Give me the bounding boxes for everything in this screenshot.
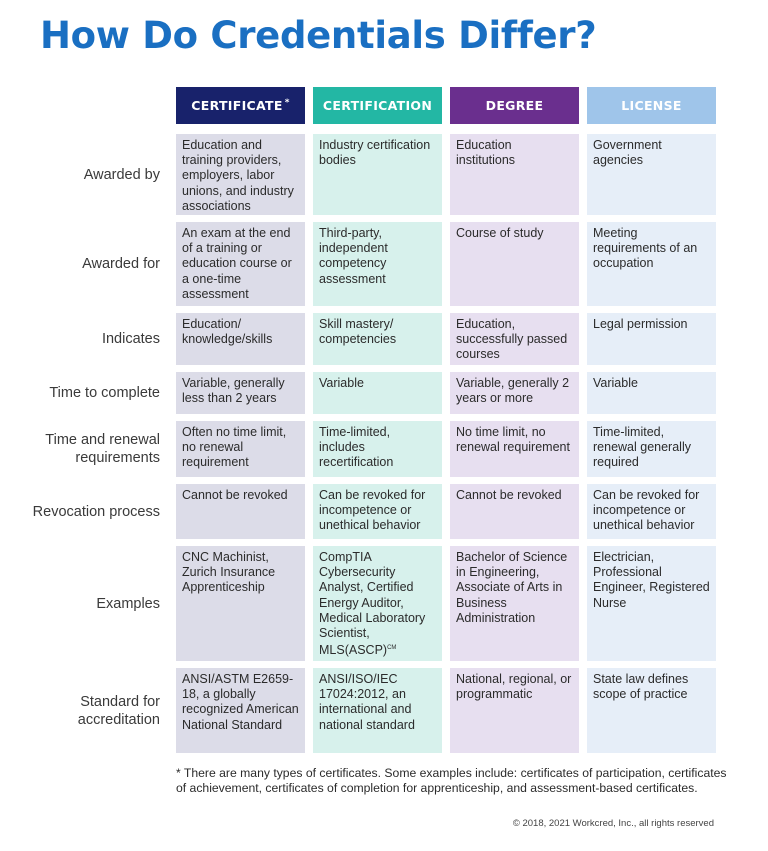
cell-text: An exam at the end of a training or educ…	[182, 226, 292, 301]
table-cell: Education, successfully passed courses	[450, 313, 579, 365]
column-header-label: LICENSE	[621, 98, 682, 113]
column-header-label: DEGREE	[485, 98, 544, 113]
cell-text: ANSI/ASTM E2659-18, a globally recognize…	[182, 672, 299, 732]
row-label-text: Examples	[96, 595, 160, 612]
row-label-revocation-process: Revocation process	[18, 484, 160, 539]
table-cell: Variable, generally less than 2 years	[176, 372, 305, 414]
column-header-license: LICENSE	[587, 87, 716, 124]
cell-text: Cannot be revoked	[182, 488, 288, 502]
table-cell: Cannot be revoked	[176, 484, 305, 539]
table-cell: An exam at the end of a training or educ…	[176, 222, 305, 306]
table-cell: State law defines scope of practice	[587, 668, 716, 753]
cell-text: Variable	[593, 376, 638, 390]
cell-text: Skill mastery/ competencies	[319, 317, 397, 347]
cell-text: Electrician, Professional Engineer, Regi…	[593, 550, 710, 610]
cell-text: Education, successfully passed courses	[456, 317, 568, 362]
cell-text: Education institutions	[456, 138, 516, 168]
row-label-time-to-complete: Time to complete	[18, 372, 160, 414]
footnote: * There are many types of certificates. …	[176, 766, 727, 796]
table-cell: ANSI/ISO/IEC 17024:2012, an internationa…	[313, 668, 442, 753]
table-cell: Course of study	[450, 222, 579, 306]
certification-mark: CM	[387, 645, 397, 652]
table-cell: Electrician, Professional Engineer, Regi…	[587, 546, 716, 661]
row-label-text: Revocation process	[32, 503, 160, 520]
row-label-text: Time and renewal requirements	[45, 432, 160, 466]
table-cell: Bachelor of Science in Engineering, Asso…	[450, 546, 579, 661]
table-cell: CNC Machinist, Zurich Insurance Apprenti…	[176, 546, 305, 661]
table-cell: Variable, generally 2 years or more	[450, 372, 579, 414]
row-label-awarded-for: Awarded for	[18, 222, 160, 306]
row-label-text: Awarded by	[83, 166, 160, 183]
cell-text: National, regional, or programmatic	[456, 672, 572, 702]
table-cell: Time-limited, renewal generally required	[587, 421, 716, 477]
cell-text: No time limit, no renewal requirement	[456, 425, 570, 455]
table-cell: Variable	[313, 372, 442, 414]
row-label-awarded-by: Awarded by	[18, 134, 160, 215]
cell-text: Government agencies	[593, 138, 662, 168]
row-label-examples: Examples	[18, 546, 160, 661]
table-cell: Education and training providers, employ…	[176, 134, 305, 215]
cell-text: Legal permission	[593, 317, 688, 331]
cell-text: Meeting requirements of an occupation	[593, 226, 698, 271]
table-cell: Often no time limit, no renewal requirem…	[176, 421, 305, 477]
cell-text: Variable, generally 2 years or more	[456, 376, 570, 406]
table-cell: Meeting requirements of an occupation	[587, 222, 716, 306]
row-label-text: Indicates	[101, 331, 160, 347]
table-cell: Variable	[587, 372, 716, 414]
table-cell: Industry certification bodies	[313, 134, 442, 215]
column-header-degree: DEGREE	[450, 87, 579, 124]
table-cell: Education/ knowledge/skills	[176, 313, 305, 365]
page-title: How Do Credentials Differ?	[40, 14, 597, 57]
cell-text: Bachelor of Science in Engineering, Asso…	[456, 550, 568, 625]
asterisk-marker: *	[284, 97, 290, 108]
cell-text: Can be revoked for incompetence or uneth…	[319, 488, 426, 533]
cell-text: Variable, generally less than 2 years	[182, 376, 285, 406]
table-cell: Skill mastery/ competencies	[313, 313, 442, 365]
table-cell: Cannot be revoked	[450, 484, 579, 539]
row-label-text: Standard for accreditation	[77, 693, 160, 728]
cell-text: CompTIA Cybersecurity Analyst, Certified…	[319, 550, 426, 658]
table-cell: Education institutions	[450, 134, 579, 215]
cell-text: Third-party, independent competency asse…	[319, 226, 388, 286]
table-cell: No time limit, no renewal requirement	[450, 421, 579, 477]
cell-text: Education and training providers, employ…	[182, 138, 294, 213]
table-cell: Can be revoked for incompetence or uneth…	[587, 484, 716, 539]
table-cell: National, regional, or programmatic	[450, 668, 579, 753]
table-cell: Third-party, independent competency asse…	[313, 222, 442, 306]
cell-text: Variable	[319, 376, 364, 390]
cell-text: State law defines scope of practice	[593, 672, 689, 702]
row-label-time-and-renewal-requirements: Time and renewal requirements	[18, 421, 160, 477]
column-header-certification: CERTIFICATION	[313, 87, 442, 124]
table-cell: Time-limited, includes recertification	[313, 421, 442, 477]
row-label-indicates: Indicates	[18, 313, 160, 365]
row-label-text: Time to complete	[49, 385, 160, 401]
column-header-label: CERTIFICATE	[191, 98, 283, 113]
copyright: © 2018, 2021 Workcred, Inc., all rights …	[512, 818, 714, 829]
cell-text: Time-limited, renewal generally required	[593, 425, 691, 470]
column-header-label: CERTIFICATION	[322, 98, 433, 113]
row-label-standard-for-accreditation: Standard for accreditation	[18, 668, 160, 753]
table-cell: CompTIA Cybersecurity Analyst, Certified…	[313, 546, 442, 661]
table-cell: ANSI/ASTM E2659-18, a globally recognize…	[176, 668, 305, 753]
cell-text: Industry certification bodies	[319, 138, 431, 168]
cell-text: Time-limited, includes recertification	[319, 425, 394, 470]
cell-text: Education/ knowledge/skills	[182, 317, 273, 347]
table-cell: Can be revoked for incompetence or uneth…	[313, 484, 442, 539]
table-cell: Legal permission	[587, 313, 716, 365]
cell-text: Can be revoked for incompetence or uneth…	[593, 488, 700, 533]
table-cell: Government agencies	[587, 134, 716, 215]
cell-text: Course of study	[456, 226, 544, 240]
row-label-text: Awarded for	[82, 256, 160, 272]
cell-text: CNC Machinist, Zurich Insurance Apprenti…	[182, 550, 276, 595]
cell-text: Cannot be revoked	[456, 488, 562, 502]
cell-text: Often no time limit, no renewal requirem…	[182, 425, 287, 470]
column-header-certificate: CERTIFICATE*	[176, 87, 305, 124]
cell-text: ANSI/ISO/IEC 17024:2012, an internationa…	[319, 672, 415, 732]
